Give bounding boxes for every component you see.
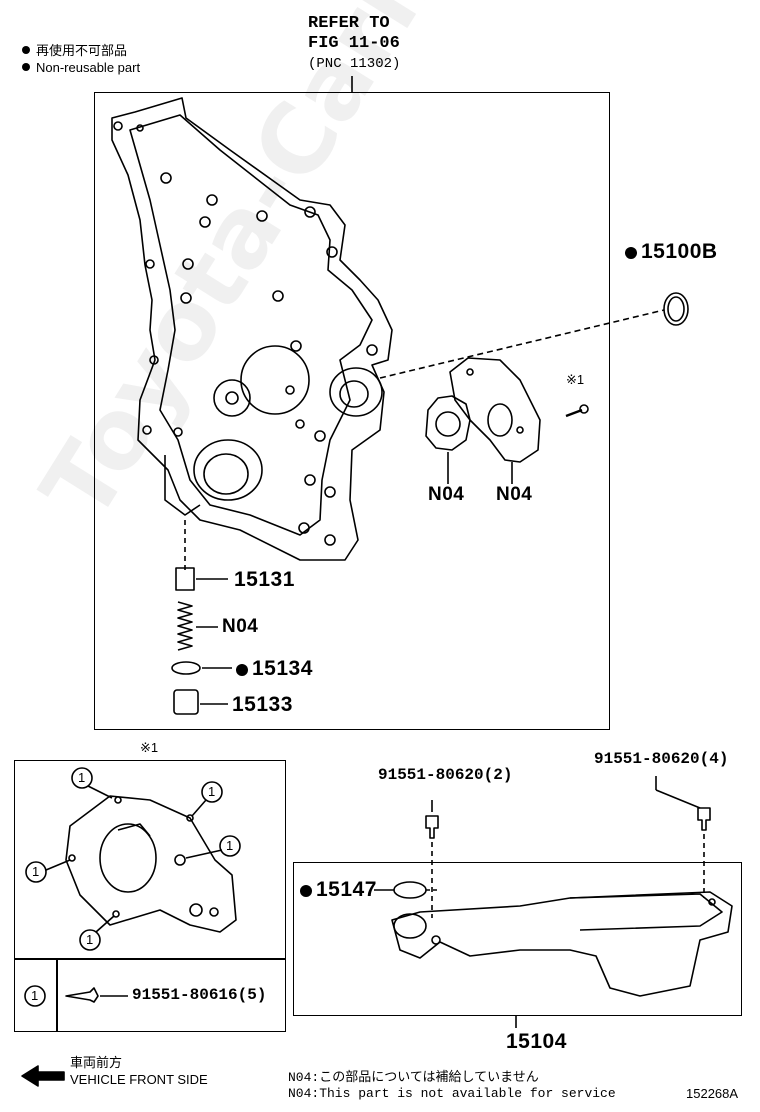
callout-1-b [201,781,223,803]
refer-line-3: (PNC 11302) [308,56,401,72]
relief-spring [177,601,193,651]
label-15147[interactable]: 15147 [300,878,377,902]
table-callout-num: 1 [31,988,39,1003]
oil-pump-rotor [425,395,471,451]
refer-line-2: FIG 11-06 [308,34,400,53]
non-reusable-dot-icon [22,46,30,54]
callout-1-e-num: 1 [86,932,94,947]
table-callout-1 [24,985,46,1007]
oil-pan-frame [293,862,742,1016]
oring-15100b [663,292,689,326]
oil-pan-bolt-4 [697,807,711,831]
label-n04-plate[interactable]: N04 [496,484,533,505]
non-reusable-dot-icon [22,63,30,71]
callout-1-c-num: 1 [226,838,234,853]
label-15133[interactable]: 15133 [232,693,293,716]
vehicle-front-arrow-icon [21,1065,65,1087]
callout-1-d-num: 1 [32,864,40,879]
callout-1-a [71,767,93,789]
detail-bolt [65,987,99,1003]
non-reusable-dot-icon [300,885,312,897]
front-label-en: VEHICLE FRONT SIDE [70,1072,208,1087]
callout-1-d [25,861,47,883]
mark-x1: ※1 [140,740,159,755]
note-en: N04:This part is not available for servi… [288,1086,616,1101]
crank-seal-inner [203,453,249,495]
callout-1-b-num: 1 [208,784,216,799]
water-pump-pulley-hub [213,379,251,417]
legend-en-text: Non-reusable part [36,60,141,75]
gasket-15134 [171,661,201,675]
timing-cover-inner [129,114,373,536]
label-15147-text: 15147 [316,878,377,901]
detail-column-divider [56,958,58,1032]
detail-pump-plate [65,795,237,933]
detail-divider [14,958,286,960]
label-91551-80620-2[interactable]: 91551-80620(2) [378,766,513,784]
label-15100b-text: 15100B [641,240,718,263]
label-91551-80620-4[interactable]: 91551-80620(4) [594,750,729,768]
legend-non-reusable-en: Non-reusable part [22,60,140,75]
label-15100b[interactable]: 15100B [625,240,718,264]
detail-frame [14,760,286,1032]
note-jp: N04:この部品については補給していません [288,1070,539,1085]
label-15134[interactable]: 15134 [236,657,313,681]
refer-line-1: REFER TO [308,14,390,33]
callout-1-c [219,835,241,857]
legend-jp-text: 再使用不可部品 [36,43,128,58]
callout-1-a-num: 1 [78,770,86,785]
water-pump-body [240,345,310,415]
label-n04-spring[interactable]: N04 [222,616,259,637]
callout-1-e [79,929,101,951]
small-bolt-ref [565,408,583,418]
gasket-15147 [393,881,427,899]
mark-x1-small: ※1 [566,372,585,387]
refer-note[interactable]: REFER TO FIG 11-06 (PNC 11302) [308,14,400,74]
label-15134-text: 15134 [252,657,313,680]
legend-non-reusable-jp: 再使用不可部品 [22,40,127,59]
figure-id: 152268A [686,1086,739,1101]
oring-axis [379,309,665,379]
oil-pan-15104 [391,891,733,997]
label-n04-rotor[interactable]: N04 [428,484,465,505]
relief-valve-15131 [175,567,195,591]
label-15104[interactable]: 15104 [506,1030,567,1053]
plug-15133 [173,689,199,715]
label-15131[interactable]: 15131 [234,568,295,591]
oil-pan-bolt-2 [425,815,439,839]
oil-pump-plate [449,357,541,463]
label-91551-80616[interactable]: 91551-80616(5) [132,986,267,1004]
non-reusable-dot-icon [625,247,637,259]
crank-seal-outer [193,439,263,501]
timing-cover-outline [111,97,393,561]
non-reusable-dot-icon [236,664,248,676]
front-label-jp: 車両前方 [70,1055,123,1070]
